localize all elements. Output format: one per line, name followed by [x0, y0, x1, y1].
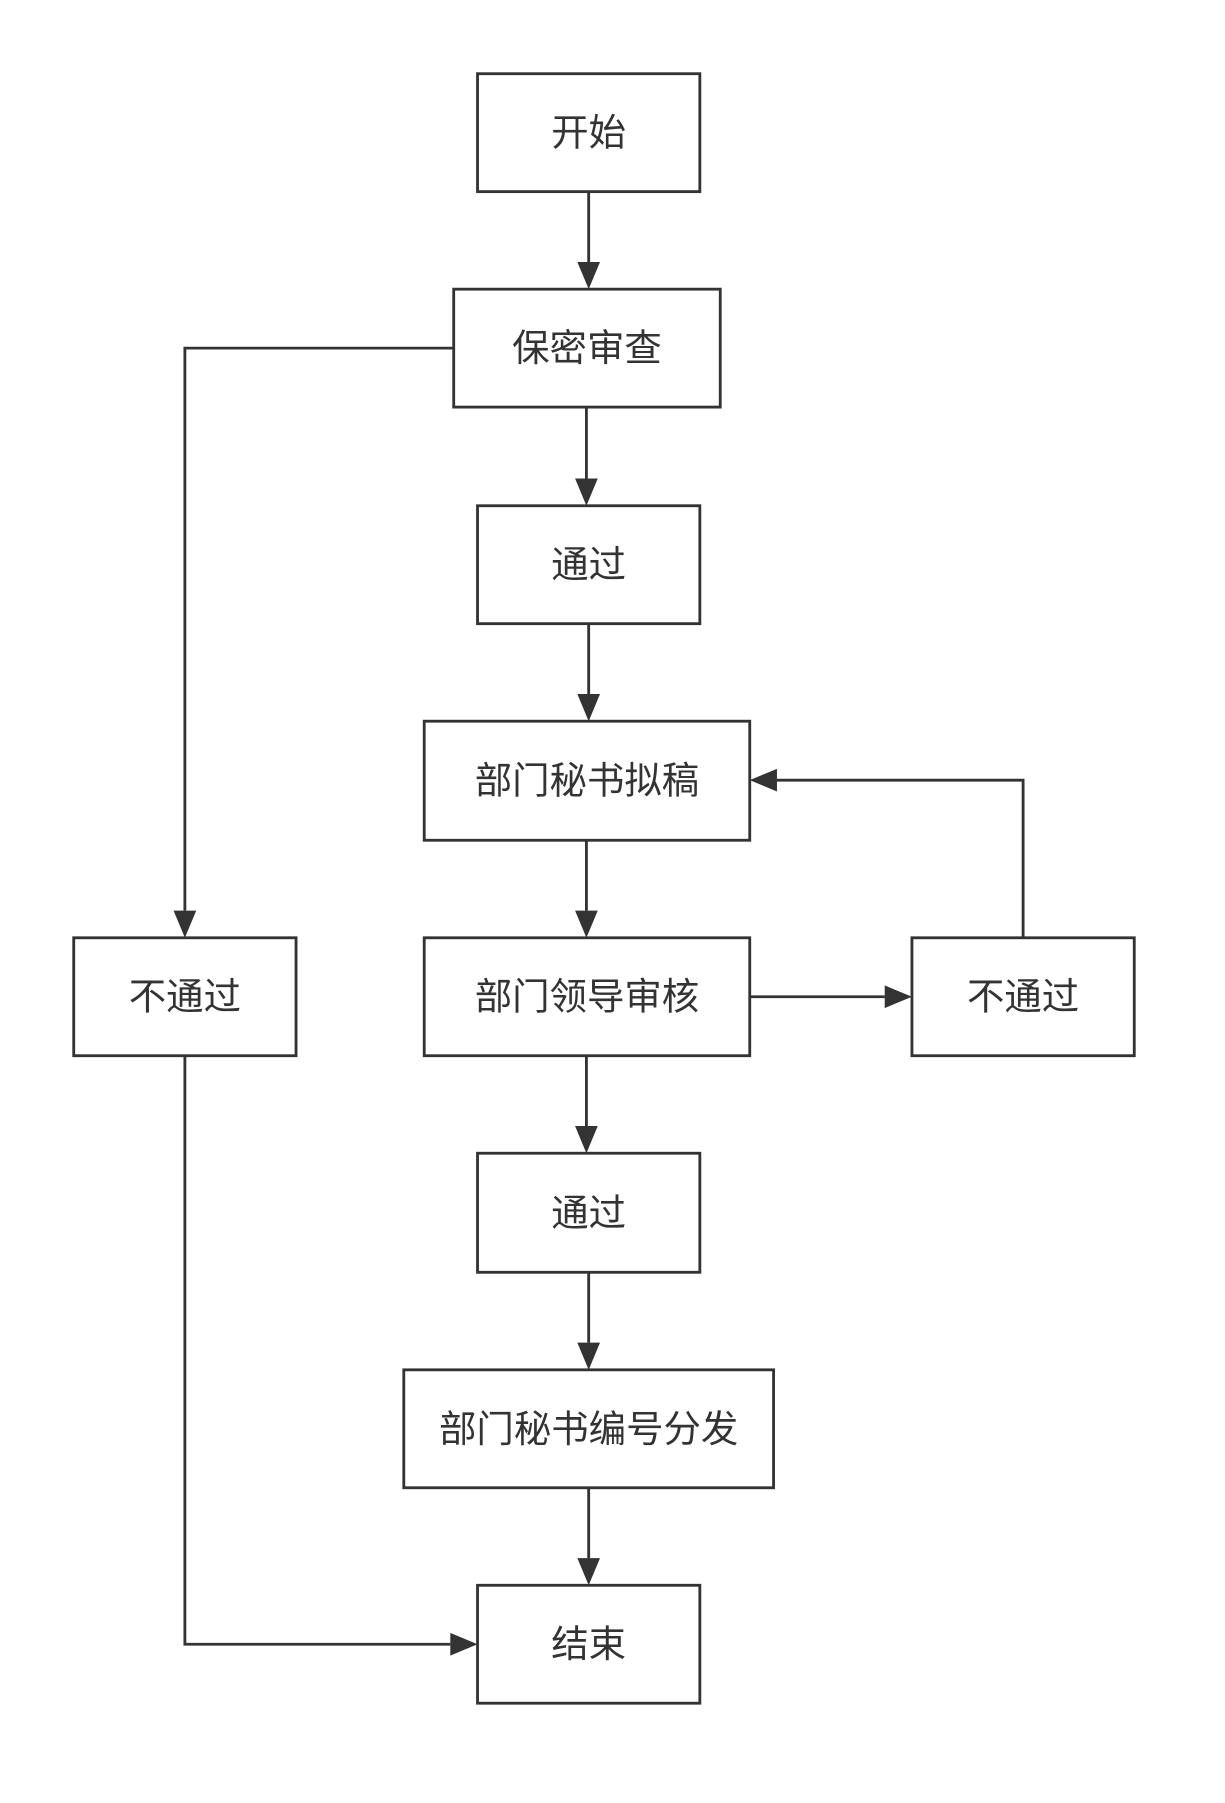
- node-label: 开始: [551, 111, 626, 155]
- edge-leader-review-to-reject-right: [749, 985, 912, 1009]
- node-box: [422, 719, 752, 842]
- node-box: [72, 936, 298, 1058]
- node-label: 部门秘书拟稿: [475, 759, 699, 803]
- arrowhead-icon: [749, 768, 777, 792]
- node-reject-left: 不通过: [72, 936, 298, 1058]
- arrowhead-icon: [577, 261, 601, 290]
- node-reject-right: 不通过: [910, 936, 1136, 1058]
- node-security-review: 保密审查: [452, 287, 722, 409]
- arrowhead-icon: [577, 693, 601, 722]
- node-leader-review: 部门领导审核: [422, 936, 752, 1058]
- connector-line: [776, 778, 1025, 938]
- edge-security-review-to-pass-1: [575, 407, 598, 506]
- connector-line: [183, 346, 454, 911]
- arrowhead-icon: [575, 910, 598, 938]
- node-label: 通过: [551, 1191, 626, 1235]
- node-secretary-draft: 部门秘书拟稿: [422, 719, 752, 842]
- node-pass-2: 通过: [476, 1151, 702, 1274]
- node-label: 不通过: [967, 975, 1079, 1019]
- edge-secretary-draft-to-leader-review: [575, 840, 598, 938]
- node-box: [422, 936, 752, 1058]
- edge-leader-review-to-pass-2: [575, 1055, 598, 1154]
- arrowhead-icon: [577, 1558, 601, 1586]
- arrowhead-icon: [575, 478, 598, 506]
- edge-pass-2-to-secretary-number-distribute: [577, 1272, 601, 1370]
- node-label: 保密审查: [512, 326, 662, 370]
- arrowhead-icon: [173, 910, 197, 938]
- edge-reject-left-to-end: [183, 1055, 478, 1656]
- node-label: 通过: [551, 543, 626, 587]
- node-label: 部门秘书编号分发: [439, 1407, 738, 1451]
- node-secretary-number-distribute: 部门秘书编号分发: [402, 1368, 775, 1490]
- node-end: 结束: [476, 1583, 702, 1705]
- arrowhead-icon: [577, 1342, 601, 1370]
- node-box: [476, 72, 702, 194]
- edge-pass-1-to-secretary-draft: [577, 623, 601, 722]
- node-label: 结束: [551, 1622, 626, 1666]
- node-label: 部门领导审核: [475, 975, 699, 1019]
- edges-layer: [173, 191, 1025, 1656]
- arrowhead-icon: [884, 985, 912, 1009]
- node-box: [402, 1368, 775, 1490]
- connector-line: [183, 1055, 451, 1646]
- nodes-layer: 开始保密审查通过部门秘书拟稿部门领导审核不通过不通过通过部门秘书编号分发结束: [72, 72, 1136, 1705]
- arrowhead-icon: [575, 1126, 598, 1154]
- node-box: [476, 1583, 702, 1705]
- edge-security-review-to-reject-left: [173, 346, 454, 938]
- arrowhead-icon: [450, 1632, 478, 1656]
- edge-secretary-number-distribute-to-end: [577, 1487, 601, 1586]
- node-box: [476, 504, 702, 626]
- node-box: [476, 1151, 702, 1274]
- edge-start-to-security-review: [577, 191, 601, 290]
- node-start: 开始: [476, 72, 702, 194]
- node-pass-1: 通过: [476, 504, 702, 626]
- node-label: 不通过: [129, 975, 241, 1019]
- node-box: [452, 287, 722, 409]
- edge-reject-right-to-secretary-draft: [749, 768, 1025, 938]
- node-box: [910, 936, 1136, 1058]
